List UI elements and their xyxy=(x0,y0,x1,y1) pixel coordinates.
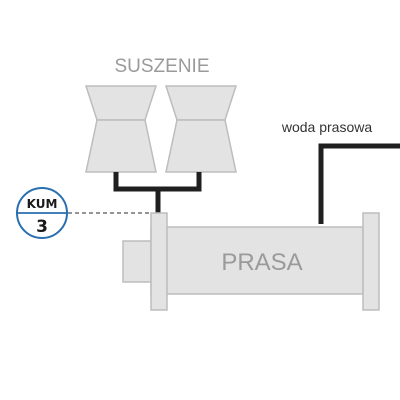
kum-badge-code: KUM xyxy=(27,197,58,211)
dryer-outlet-pipe xyxy=(113,172,202,213)
dryer-right-top-hopper xyxy=(164,85,238,121)
press-label: PRASA xyxy=(221,249,302,276)
kum-badge: KUM 3 xyxy=(16,187,68,239)
dryer-left-top-hopper xyxy=(84,85,158,121)
dryer-right-bottom-body xyxy=(165,119,237,173)
press-main-body xyxy=(150,226,364,295)
press-shaft-stub xyxy=(122,240,154,283)
dryer-left-bottom-body xyxy=(85,119,157,173)
dryer-left xyxy=(84,85,158,173)
press-right-flange xyxy=(362,212,380,311)
press: PRASA xyxy=(122,212,380,311)
dryer-right xyxy=(164,85,238,173)
dryer-group-label: SUSZENIE xyxy=(114,56,209,77)
press-water-label: woda prasowa xyxy=(281,119,372,135)
press-water-pipe xyxy=(318,143,400,224)
press-left-flange xyxy=(150,212,168,311)
kum-badge-number: 3 xyxy=(36,217,48,237)
